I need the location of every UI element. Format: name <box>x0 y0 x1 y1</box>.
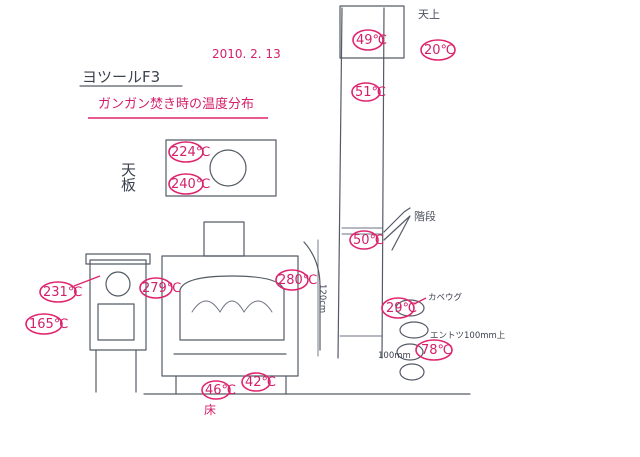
chimney-pipe <box>337 7 385 359</box>
svg-text:50℃: 50℃ <box>353 233 384 248</box>
stove-door-arches <box>191 300 273 313</box>
svg-text:240℃: 240℃ <box>171 177 210 192</box>
label-height: 120cm <box>317 284 327 313</box>
reading-wall: 29℃ <box>381 297 417 319</box>
left-unit-window <box>97 303 135 341</box>
label-stairs: 階段 <box>414 209 436 223</box>
label-ceiling: 天上 <box>418 8 440 21</box>
pointer-left-unit <box>73 275 101 287</box>
reading-stove-right: 280℃ <box>275 269 317 291</box>
label-wall: カベウグ <box>428 292 463 303</box>
reading-top-plate-1: 224℃ <box>168 141 210 163</box>
reading-pipe-offset: 78℃ <box>415 339 453 361</box>
reading-left-unit-lower: 165℃ <box>25 313 68 335</box>
svg-text:49℃: 49℃ <box>356 33 387 48</box>
svg-text:165℃: 165℃ <box>29 317 68 332</box>
svg-text:46℃: 46℃ <box>205 383 236 398</box>
svg-text:78℃: 78℃ <box>421 343 452 358</box>
reading-chimney-mid: 50℃ <box>349 230 384 250</box>
ceiling-box <box>339 5 405 59</box>
stove-body <box>161 255 299 377</box>
left-unit-dial <box>105 271 131 297</box>
left-unit-top <box>85 253 151 265</box>
reading-top-plate-2: 240℃ <box>168 173 210 195</box>
flue-connector <box>303 241 321 351</box>
sketch-model-title: ヨツールF3 <box>82 68 160 86</box>
svg-text:42℃: 42℃ <box>245 375 276 390</box>
svg-text:280℃: 280℃ <box>278 273 317 288</box>
sketch-date: 2010. 2. 13 <box>212 47 281 61</box>
top-plate-panel <box>165 139 277 197</box>
svg-text:231℃: 231℃ <box>43 285 82 300</box>
reading-ceiling: 20℃ <box>420 39 456 61</box>
reading-chimney-upper: 51℃ <box>351 82 386 102</box>
label-offset: 100mm <box>378 351 411 361</box>
reading-chimney-top: 49℃ <box>352 29 387 51</box>
svg-text:29℃: 29℃ <box>386 301 417 316</box>
top-plate-burner <box>209 149 247 187</box>
stove-door <box>179 275 285 341</box>
stove-flue-collar <box>203 221 245 257</box>
sketch-subtitle: ガンガン焚き時の温度分布 <box>98 96 254 112</box>
rock-wall <box>395 299 429 381</box>
svg-text:279℃: 279℃ <box>142 281 181 296</box>
reading-left-unit-upper: 231℃ <box>39 281 82 303</box>
reading-stove-left: 279℃ <box>139 277 181 299</box>
stairs-outline <box>383 207 411 251</box>
label-offset-note: エントツ100mm上 <box>430 331 506 341</box>
svg-text:51℃: 51℃ <box>355 85 386 100</box>
svg-text:224℃: 224℃ <box>171 145 210 160</box>
reading-stove-base: 42℃ <box>241 372 276 392</box>
svg-text:20℃: 20℃ <box>424 43 455 58</box>
reading-floor-near: 46℃ <box>201 380 236 400</box>
left-unit-body <box>89 259 147 351</box>
label-top-plate: 天板 <box>119 162 137 192</box>
label-floor: 床 <box>204 403 216 417</box>
pointer-wall <box>413 297 427 305</box>
